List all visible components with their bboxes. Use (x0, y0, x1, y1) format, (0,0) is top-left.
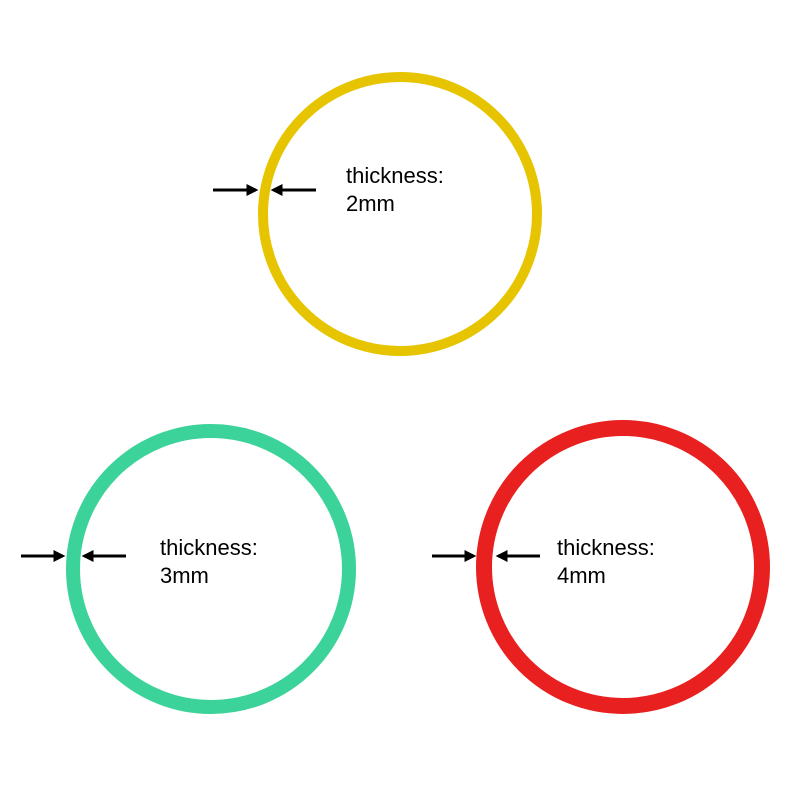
thickness-label-2mm: thickness: 2mm (346, 162, 444, 218)
green-ring (66, 424, 356, 714)
red-ring (476, 420, 770, 714)
thickness-value: 3mm (160, 563, 209, 588)
thickness-value: 4mm (557, 563, 606, 588)
thickness-label-4mm: thickness: 4mm (557, 534, 655, 590)
thickness-caption: thickness: (160, 535, 258, 560)
thickness-caption: thickness: (346, 163, 444, 188)
yellow-ring (258, 72, 542, 356)
thickness-value: 2mm (346, 191, 395, 216)
thickness-label-3mm: thickness: 3mm (160, 534, 258, 590)
thickness-caption: thickness: (557, 535, 655, 560)
